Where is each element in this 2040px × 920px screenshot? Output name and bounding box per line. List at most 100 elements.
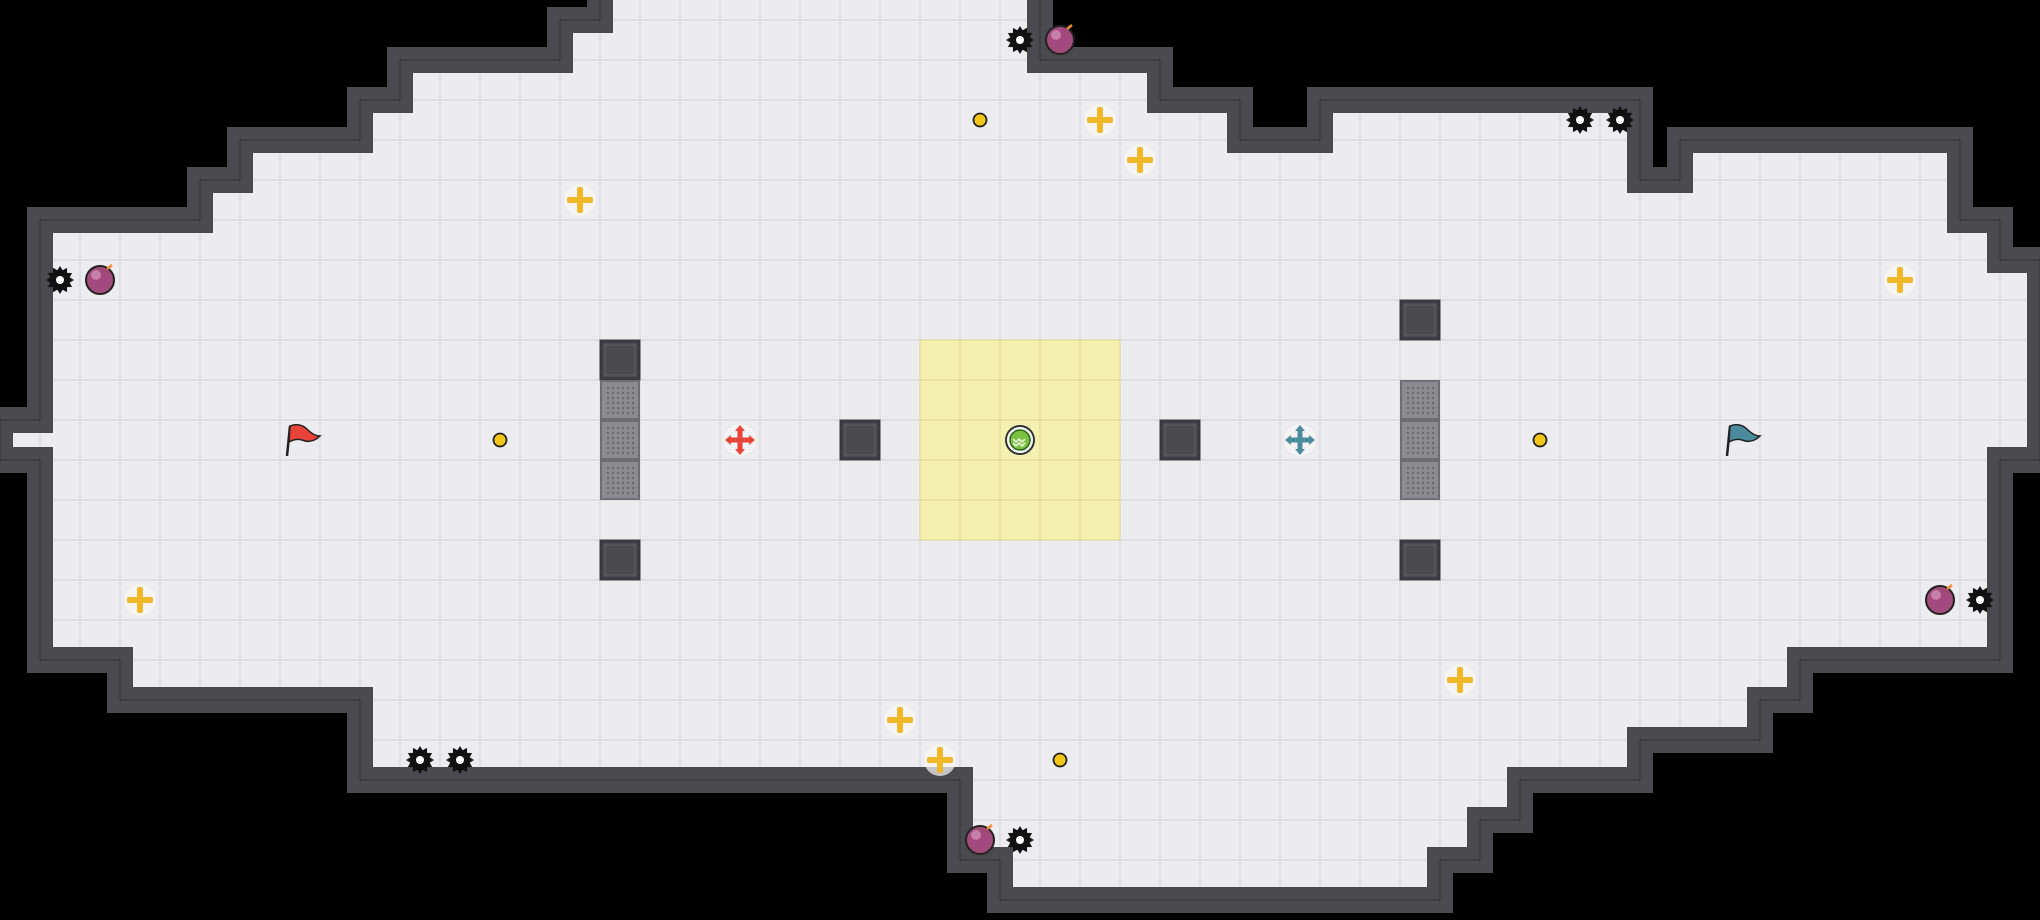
floor-tile [1559, 179, 1601, 221]
floor-tile [1759, 379, 1801, 421]
floor-tile [999, 739, 1041, 781]
floor-tile [1319, 179, 1361, 221]
speed-pad-dot [606, 491, 610, 495]
floor-tile [1159, 539, 1201, 581]
speed-pad-dot [626, 471, 630, 475]
speed-pad-dot [616, 436, 620, 440]
floor-tile [1039, 819, 1081, 861]
floor-tile [439, 579, 481, 621]
neutral-zone-tile [919, 459, 961, 501]
speed-pad-dot [1421, 391, 1425, 395]
floor-tile [799, 0, 841, 21]
floor-tile [719, 459, 761, 501]
speed-pad-dot [626, 476, 630, 480]
floor-tile [1559, 259, 1601, 301]
floor-tile [1279, 539, 1321, 581]
speed-pad-dot [1416, 481, 1420, 485]
speed-pad-dot [616, 386, 620, 390]
floor-tile [519, 539, 561, 581]
wall-block [599, 539, 641, 581]
speed-pad-dot [626, 431, 630, 435]
spike [1006, 826, 1034, 854]
floor-tile [1599, 339, 1641, 381]
speed-pad-dot [1421, 491, 1425, 495]
floor-tile [1399, 739, 1441, 781]
speed-pad-dot [611, 391, 615, 395]
speed-pad-dot [611, 471, 615, 475]
bomb-body [965, 825, 995, 855]
floor-tile [1359, 459, 1401, 501]
floor-tile [599, 659, 641, 701]
floor-tile [1119, 419, 1161, 461]
floor-tile [1919, 499, 1961, 541]
floor-tile [839, 499, 881, 541]
floor-tile [719, 99, 761, 141]
floor-tile [1399, 779, 1441, 821]
neutral-zone-tile [919, 499, 961, 541]
speed-pad-dot [1406, 441, 1410, 445]
floor-tile [359, 379, 401, 421]
floor-tile [759, 459, 801, 501]
speed-pad-dot [621, 431, 625, 435]
bomb-fuse [106, 264, 113, 270]
speed-pad-dot [1416, 396, 1420, 400]
speed-pad-dot [611, 401, 615, 405]
speed-pad-dot [611, 426, 615, 430]
floor-tile [1199, 739, 1241, 781]
floor-tile [439, 379, 481, 421]
floor-tile [319, 619, 361, 661]
floor-tile [1479, 499, 1521, 541]
floor-tile [399, 579, 441, 621]
floor-tile [479, 579, 521, 621]
floor-tile [1319, 739, 1361, 781]
speed-pad-dot [631, 391, 635, 395]
powerup-bar-h [567, 197, 593, 203]
floor-tile [1399, 179, 1441, 221]
floor-tile [839, 699, 881, 741]
floor-tile [879, 499, 921, 541]
floor-tile [1439, 259, 1481, 301]
floor-tile [759, 419, 801, 461]
floor-tile [639, 59, 681, 101]
floor-tile [559, 619, 601, 661]
floor-tile [439, 499, 481, 541]
speed-pad-dot [1406, 491, 1410, 495]
speed-pad-dot [1416, 491, 1420, 495]
floor-tile [679, 259, 721, 301]
speed-pad-dot [1406, 406, 1410, 410]
floor-tile [1159, 299, 1201, 341]
speed-pad-dot [606, 446, 610, 450]
floor-tile [1519, 459, 1561, 501]
floor-tile [1679, 419, 1721, 461]
floor-tile [479, 219, 521, 261]
floor-tile [1599, 219, 1641, 261]
floor-tile [1679, 619, 1721, 661]
floor-tile [479, 699, 521, 741]
floor-tile [159, 579, 201, 621]
floor-tile [1799, 419, 1841, 461]
floor-tile [839, 579, 881, 621]
floor-tile [1519, 699, 1561, 741]
floor-tile [519, 579, 561, 621]
speed-pad-dot [1431, 486, 1435, 490]
floor-tile [1359, 579, 1401, 621]
floor-tile [519, 299, 561, 341]
speed-pad-dot [606, 426, 610, 430]
speed-pad-dot [1411, 386, 1415, 390]
speed-pad-dot [631, 466, 635, 470]
floor-tile [1439, 459, 1481, 501]
floor-tile [1079, 299, 1121, 341]
floor-tile [399, 499, 441, 541]
floor-tile [239, 379, 281, 421]
spike-center [1976, 596, 1984, 604]
speed-pad-dot [626, 401, 630, 405]
speed-pad-dot [1421, 486, 1425, 490]
speed-pad-dot [606, 451, 610, 455]
speed-pad-dot [1431, 466, 1435, 470]
floor-tile [999, 579, 1041, 621]
speed-pad-dot [1416, 441, 1420, 445]
floor-tile [1239, 579, 1281, 621]
floor-tile [839, 99, 881, 141]
floor-tile [1439, 339, 1481, 381]
speed-pad-dot [631, 471, 635, 475]
